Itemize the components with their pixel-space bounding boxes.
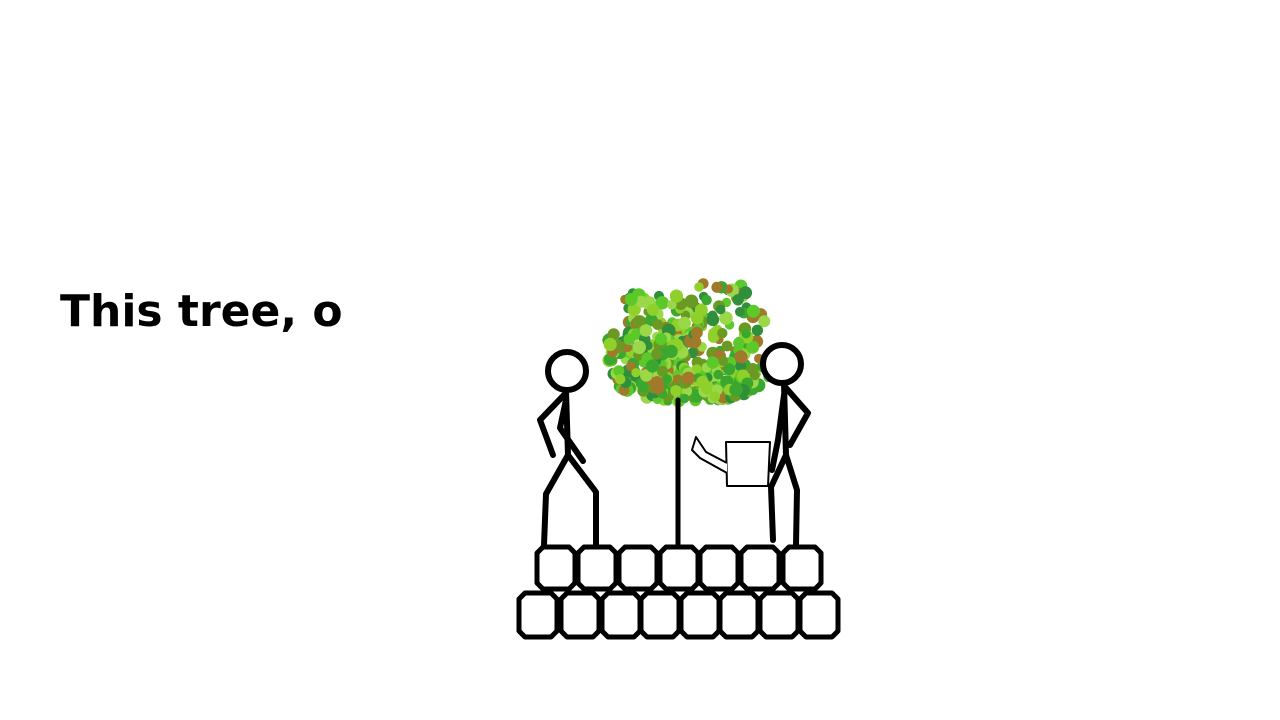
wall-stone [738, 544, 782, 592]
wall-stone [599, 590, 643, 640]
left-figure-arm-left [537, 392, 567, 458]
wall-stone [638, 590, 682, 640]
leaf-dot [623, 333, 635, 345]
leaf-dot [639, 324, 653, 337]
left-figure-leg-right [565, 452, 599, 548]
leaf-dot [624, 293, 638, 306]
leaf-dot [670, 385, 682, 397]
wall-stone [757, 590, 801, 640]
leaf-dot [651, 348, 663, 360]
leaf-dot [669, 289, 684, 303]
leaf-dot [735, 307, 745, 317]
leaf-dot [729, 383, 743, 397]
leaf-dot [711, 281, 723, 293]
leaf-dot [631, 368, 641, 378]
left-figure-arm-right [557, 397, 586, 464]
leaf-dot [603, 337, 617, 351]
leaf-dot [656, 365, 669, 377]
leaf-dot [701, 294, 712, 306]
leaf-dot [715, 304, 726, 315]
leaf-dot [607, 328, 620, 341]
wall-stone [717, 590, 761, 640]
leaf-dot [667, 299, 677, 310]
leaf-dot [646, 303, 660, 316]
wall-stone [616, 544, 660, 592]
leaf-dot [655, 296, 669, 310]
wall-stone [516, 590, 560, 640]
wall-stone [797, 590, 841, 640]
leaf-dot [733, 337, 745, 349]
right-figure-arm-right [783, 385, 811, 448]
leaf-dot [746, 340, 760, 354]
wall-stone [575, 544, 619, 592]
leaf-dot [721, 340, 733, 352]
leaf-dot [717, 328, 728, 339]
wall-stone [534, 544, 578, 592]
right-stick-figure [760, 342, 811, 548]
leaf-dot [758, 315, 771, 328]
right-figure-arm-left [769, 392, 787, 473]
wall-stone [697, 544, 741, 592]
leaf-dot [694, 282, 704, 292]
leaf-dot [635, 295, 648, 308]
stone-wall [516, 544, 841, 640]
leaf-dot [749, 370, 760, 381]
leaf-dot [632, 340, 646, 355]
leaf-dot [690, 326, 703, 339]
leaf-dot [709, 391, 721, 402]
left-figure-leg-left [541, 452, 571, 548]
leaf-dot [664, 344, 678, 358]
wall-stone [558, 590, 602, 640]
slide-caption: This tree, o [60, 286, 343, 337]
right-figure-head [760, 342, 804, 386]
left-figure-head [545, 349, 589, 393]
leaf-dot [679, 393, 690, 404]
leaf-dot [723, 363, 736, 376]
leaf-dot [732, 294, 744, 306]
right-figure-leg-left [768, 452, 789, 543]
leaf-dot [719, 311, 733, 325]
right-figure-leg-right [783, 452, 800, 548]
leaf-dot [690, 311, 704, 325]
leaf-dot [706, 356, 719, 369]
leaf-dot [692, 364, 702, 374]
wall-stone [657, 544, 701, 592]
leaf-dot [707, 331, 720, 343]
leaf-dot [751, 324, 764, 336]
leaf-dot [689, 336, 702, 348]
watering-can-body [725, 441, 771, 487]
leaf-dot [713, 369, 723, 380]
leaf-dot [640, 369, 653, 382]
leaf-dot [650, 376, 664, 390]
wall-stone [678, 590, 722, 640]
leaf-dot [706, 313, 720, 327]
leaf-dot [654, 333, 668, 346]
leaf-dot [661, 374, 673, 385]
leaf-dot [615, 374, 626, 385]
watering-can [691, 436, 771, 487]
leaf-dot [734, 350, 748, 364]
leaf-dot [652, 319, 663, 330]
leaf-dot [613, 365, 625, 377]
leaf-dot [645, 359, 660, 373]
leaf-dot [723, 284, 734, 294]
leaf-dot [681, 371, 696, 385]
leaf-dot [718, 356, 729, 367]
leaf-dot [741, 329, 751, 339]
tree-foliage [602, 278, 774, 407]
leaf-dot [684, 294, 699, 309]
watering-can-spout [691, 436, 728, 474]
leaf-dot [746, 304, 760, 318]
wall-stone [780, 544, 824, 592]
leaf-dot [678, 316, 691, 330]
leaf-dot [696, 375, 709, 389]
left-stick-figure [537, 349, 599, 548]
